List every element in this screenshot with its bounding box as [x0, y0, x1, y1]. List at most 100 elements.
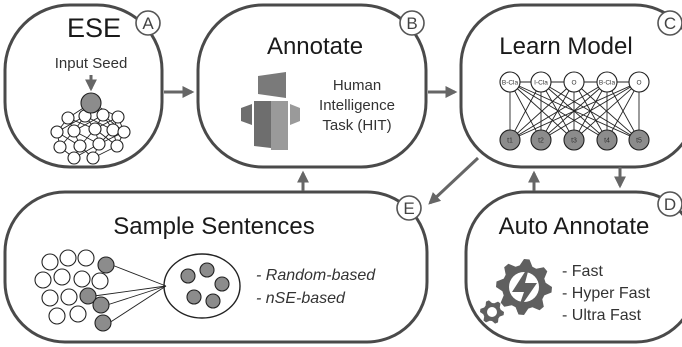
sentence-node [73, 270, 91, 288]
crf-label-text: I-Cla [534, 80, 548, 87]
ese-title: ESE [67, 13, 121, 43]
network-node [111, 110, 125, 124]
crf-label-node [499, 71, 521, 93]
crf-edge [509, 81, 542, 141]
learn-model-box: Learn Model C B-Cla t1 I-Cla t2 Ot3 B-Cla t4 Ot… [459, 3, 682, 169]
svg-text:C: C [664, 14, 676, 33]
sample-sentences-title: Sample Sentences [113, 213, 314, 240]
hit-line-2: Intelligence [319, 97, 395, 114]
sample-item-nse: - nSE-based [256, 290, 346, 307]
network-node [50, 125, 64, 139]
annotate-box: Annotate B Human Intelligence Task (HIT) [196, 3, 428, 169]
sample-sentences-badge: E [396, 195, 422, 221]
svg-text:D: D [664, 195, 676, 214]
crf-model-icon: B-Cla t1 I-Cla t2 Ot3 B-Cla t4 Ot5 [499, 71, 650, 151]
crf-label-node [596, 71, 618, 93]
network-node [96, 108, 110, 122]
cluster-edge [111, 264, 167, 287]
crf-label-node [530, 71, 552, 93]
sentence-node [41, 289, 59, 307]
cluster-edge [108, 285, 167, 324]
network-node [73, 139, 87, 153]
sentence-node [91, 272, 109, 290]
auto-item-hyper-fast: - Hyper Fast [562, 285, 651, 302]
svg-text:B: B [406, 14, 417, 33]
crf-label-text: O [636, 80, 641, 87]
network-node [67, 124, 81, 138]
crf-label-node [563, 71, 585, 93]
crf-token-text: t3 [571, 138, 577, 145]
sampled-sentence-node [205, 293, 221, 309]
crf-label-text: B-Cla [599, 80, 616, 87]
svg-text:E: E [403, 199, 414, 218]
network-node [92, 137, 106, 151]
crf-label-text: B-Cla [502, 80, 519, 87]
ese-box: ESE A Input Seed [3, 3, 164, 169]
sentence-node [59, 249, 77, 267]
crf-edge [540, 81, 640, 141]
crf-edge [540, 81, 575, 141]
network-node [53, 140, 67, 154]
cluster-edge [93, 285, 167, 297]
crf-edge [509, 81, 640, 141]
sentence-node [94, 314, 112, 332]
crf-edge [573, 81, 640, 141]
crf-label-node [628, 71, 650, 93]
sentence-node [69, 305, 87, 323]
sample-item-random: - Random-based [256, 267, 376, 284]
crf-token-text: t1 [507, 138, 513, 145]
auto-annotate-badge: D [657, 191, 682, 217]
crf-token-node [628, 129, 650, 151]
crf-token-node [530, 129, 552, 151]
mechanical-turk-icon [241, 72, 300, 150]
network-node [88, 122, 102, 136]
sampled-sentence-node [180, 268, 196, 284]
sentence-node [92, 296, 110, 314]
sentence-node [77, 249, 95, 267]
crf-token-text: t4 [604, 138, 610, 145]
sampled-sentence-node [186, 289, 202, 305]
network-icon [50, 92, 131, 165]
hit-line-3: Task (HIT) [322, 117, 391, 134]
cluster-icon [34, 249, 241, 332]
crf-edge [509, 81, 575, 141]
learn-model-badge: C [657, 10, 682, 36]
input-seed-label: Input Seed [55, 55, 128, 72]
network-node [106, 123, 120, 137]
network-node [67, 151, 81, 165]
network-node [86, 151, 100, 165]
learn-model-title: Learn Model [499, 33, 632, 60]
sample-sentences-box: Sample Sentences E - Random-based - nSE-… [3, 190, 429, 344]
crf-token-node [499, 129, 521, 151]
arrow-learn-to-sample [428, 156, 480, 205]
sentence-node [48, 307, 66, 325]
sentence-node [41, 253, 59, 271]
sentence-node [97, 256, 115, 274]
svg-text:A: A [142, 14, 154, 33]
network-node [61, 111, 75, 125]
annotate-badge: B [399, 10, 425, 36]
network-node [110, 139, 124, 153]
hit-line-1: Human [333, 77, 381, 94]
crf-token-text: t5 [636, 138, 642, 145]
crf-label-text: O [571, 80, 576, 87]
sentence-node [79, 287, 97, 305]
sampled-sentence-node [214, 276, 230, 292]
crf-token-node [596, 129, 618, 151]
auto-annotate-title: Auto Annotate [499, 213, 650, 240]
ese-badge: A [135, 10, 161, 36]
bolt-shape [512, 264, 537, 312]
auto-annotate-box: Auto Annotate D - Fast - Hyper Fast - Ul… [464, 190, 682, 344]
sentence-node [60, 288, 78, 306]
crf-token-text: t2 [538, 138, 544, 145]
gear-bolt-icon [480, 259, 552, 324]
sentence-node [34, 271, 52, 289]
auto-item-ultra-fast: - Ultra Fast [562, 307, 642, 324]
sampled-sentence-node [199, 262, 215, 278]
crf-token-node [563, 129, 585, 151]
gear-hole [487, 307, 497, 317]
network-seed-node [80, 92, 102, 114]
cluster-edge [106, 285, 167, 306]
auto-item-fast: - Fast [562, 263, 603, 280]
